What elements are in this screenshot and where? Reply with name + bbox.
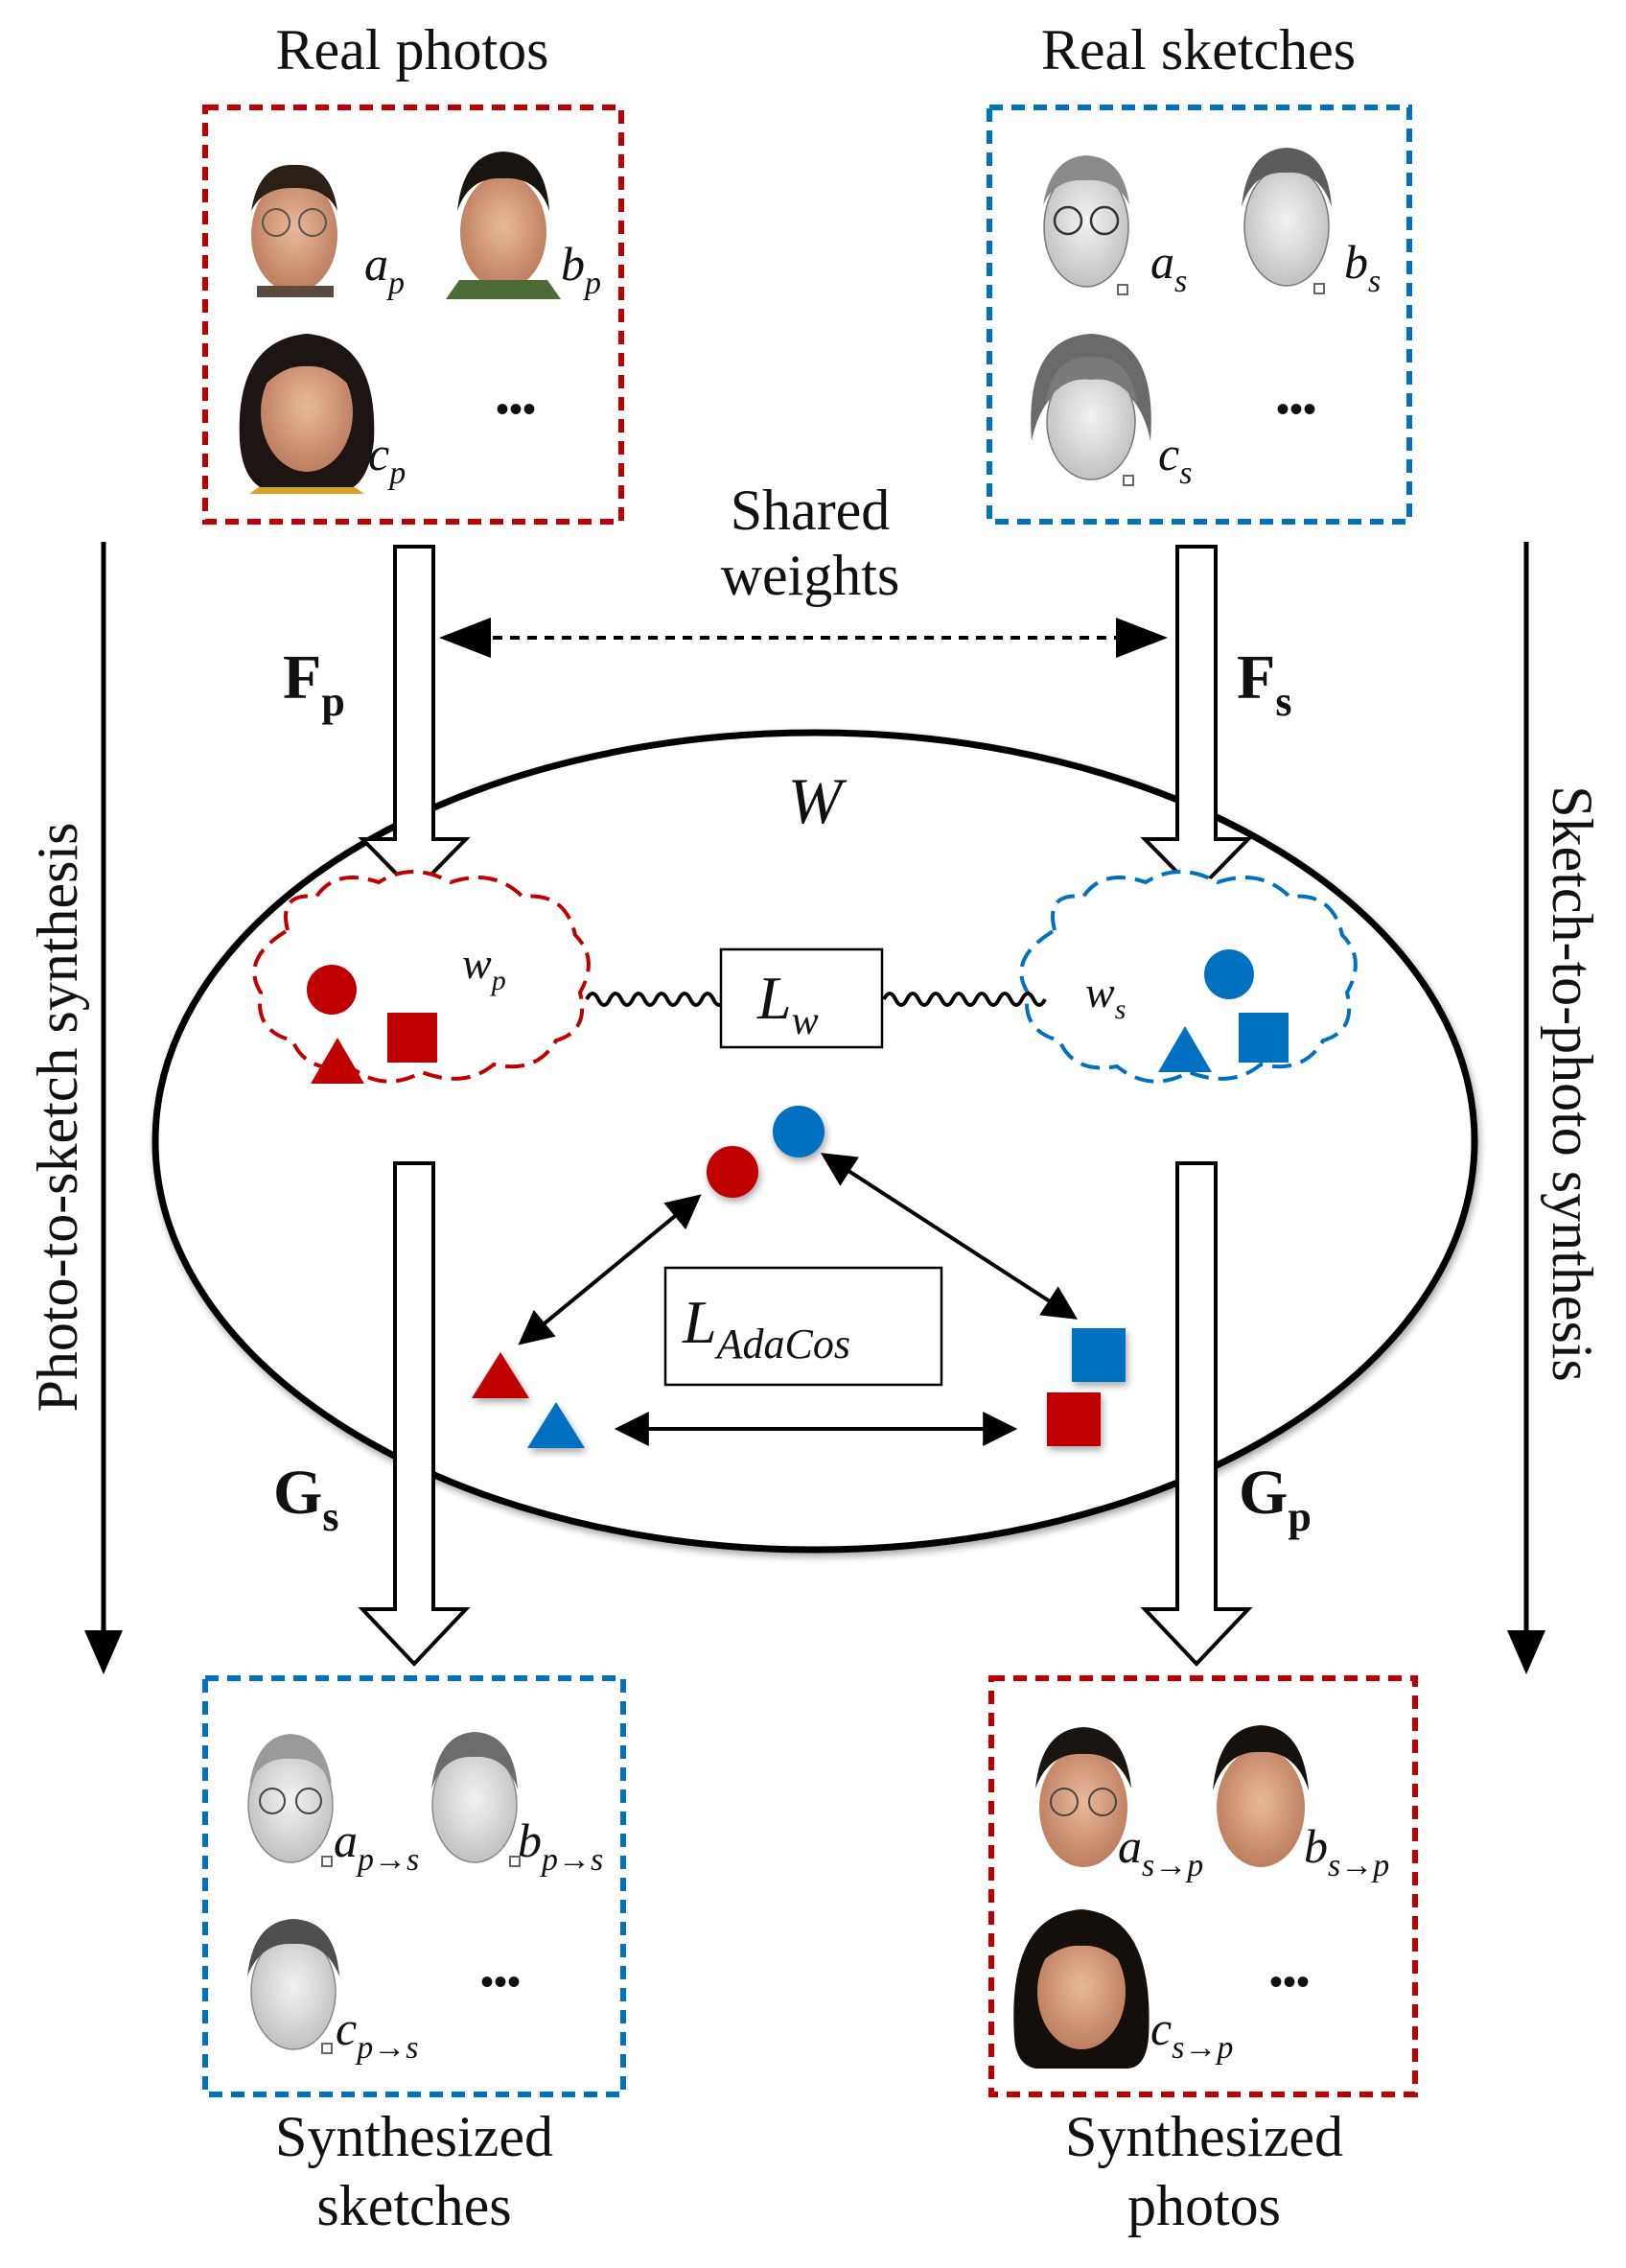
adacos-sketch-circle <box>773 1106 825 1157</box>
real-photos-box <box>202 105 624 525</box>
sketch-triangle-marker <box>1158 1026 1212 1072</box>
loss-w-label: Lw <box>756 964 819 1043</box>
real-photo-label-a: ap <box>364 237 405 301</box>
synth-sketches-ellipsis: ••• <box>480 1960 521 2003</box>
real-sketches-title: Real sketches <box>1041 18 1356 82</box>
face-sketch-thumbnail <box>238 1717 343 1870</box>
synth-sketch-label-c: cp→s <box>336 2001 418 2066</box>
face-sketch-thumbnail <box>1232 132 1342 295</box>
sketch-to-photo-vertical-label: Sketch-to-photo synthesis <box>1541 785 1604 1382</box>
real-photos-title: Real photos <box>276 18 549 82</box>
photo-circle-marker <box>307 965 357 1015</box>
photo-latent-label: wp <box>462 939 506 996</box>
face-sketch-thumbnail <box>422 1717 527 1870</box>
photo-triangle-marker <box>311 1038 364 1084</box>
decoder-photo-arrow <box>1140 1161 1253 1667</box>
encoder-photo-arrow <box>358 545 471 895</box>
real-sketch-label-a: as <box>1150 235 1187 299</box>
photo-to-sketch-vertical-label: Photo-to-sketch synthesis <box>26 823 89 1413</box>
synth-sketches-box <box>202 1675 626 2097</box>
synth-photo-label-b: bs→p <box>1304 1819 1389 1883</box>
synth-sketches-title-line2: sketches <box>316 2174 511 2237</box>
adacos-photo-square <box>1047 1392 1101 1446</box>
synth-sketch-label-b: bp→s <box>518 1813 603 1878</box>
real-sketch-label-b: bs <box>1344 235 1381 299</box>
latent-space-label: W <box>788 764 848 837</box>
encoder-photo-label: Fp <box>283 643 345 725</box>
loss-adacos-box <box>663 1266 943 1387</box>
right-flow-arrowhead <box>1507 1630 1545 1674</box>
sketch-circle-marker <box>1204 949 1254 999</box>
photo-square-marker <box>387 1013 437 1063</box>
synth-photo-label-c: cs→p <box>1150 2001 1233 2066</box>
encoder-sketch-arrow <box>1140 545 1253 895</box>
face-photo-thumbnail <box>1007 1894 1155 2069</box>
adacos-photo-triangle <box>472 1352 529 1398</box>
lw-right-spring <box>882 992 1047 1007</box>
decoder-sketch-arrow <box>358 1161 471 1667</box>
decoder-photo-label: Gp <box>1239 1458 1312 1540</box>
face-photo-thumbnail <box>235 316 379 494</box>
real-sketch-label-c: cs <box>1158 427 1192 491</box>
adacos-sketch-triangle <box>527 1402 585 1448</box>
sketch-square-marker <box>1239 1013 1289 1063</box>
shared-weights-left-arrowhead <box>439 618 491 658</box>
adacos-arrow-circle-triangle <box>518 1194 702 1345</box>
synth-photos-title-line2: photos <box>1127 2174 1281 2237</box>
synth-sketches-title-line1: Synthesized <box>275 2105 553 2168</box>
adacos-sketch-square <box>1072 1328 1126 1382</box>
synth-photos-title-line1: Synthesized <box>1065 2105 1343 2168</box>
sketch-latent-label: ws <box>1085 968 1126 1025</box>
left-flow-arrowhead <box>84 1630 123 1674</box>
face-photo-thumbnail <box>446 136 561 299</box>
shared-weights-line2: weights <box>721 544 900 607</box>
synth-photo-label-a: as→p <box>1118 1819 1203 1883</box>
face-sketch-thumbnail <box>1024 316 1158 489</box>
real-sketches-ellipsis: ••• <box>1276 387 1316 431</box>
real-sketches-box <box>987 105 1412 525</box>
face-photo-thumbnail <box>1026 1712 1141 1875</box>
real-photo-label-c: cp <box>368 427 406 491</box>
synth-photos-box <box>988 1675 1418 2097</box>
face-photo-thumbnail <box>1203 1712 1318 1875</box>
face-sketch-thumbnail <box>236 1904 351 2057</box>
shared-weights-right-arrowhead <box>1116 618 1168 658</box>
photo-latent-cloud <box>252 870 591 1084</box>
shared-weights-line1: Shared <box>731 479 891 542</box>
decoder-sketch-label: Gs <box>273 1458 338 1540</box>
real-photos-ellipsis: ••• <box>496 387 536 431</box>
adacos-photo-circle <box>707 1146 758 1198</box>
loss-w-box <box>719 947 884 1049</box>
face-sketch-thumbnail <box>1034 136 1139 299</box>
face-photo-thumbnail <box>240 144 350 297</box>
loss-adacos-label: LAdaCos <box>682 1288 850 1368</box>
synth-sketch-label-a: ap→s <box>334 1813 419 1878</box>
encoder-sketch-label: Fs <box>1237 643 1291 725</box>
adacos-arrow-circle-square <box>820 1153 1079 1320</box>
synth-photos-ellipsis: ••• <box>1269 1960 1310 2003</box>
real-photo-label-b: bp <box>561 237 601 301</box>
